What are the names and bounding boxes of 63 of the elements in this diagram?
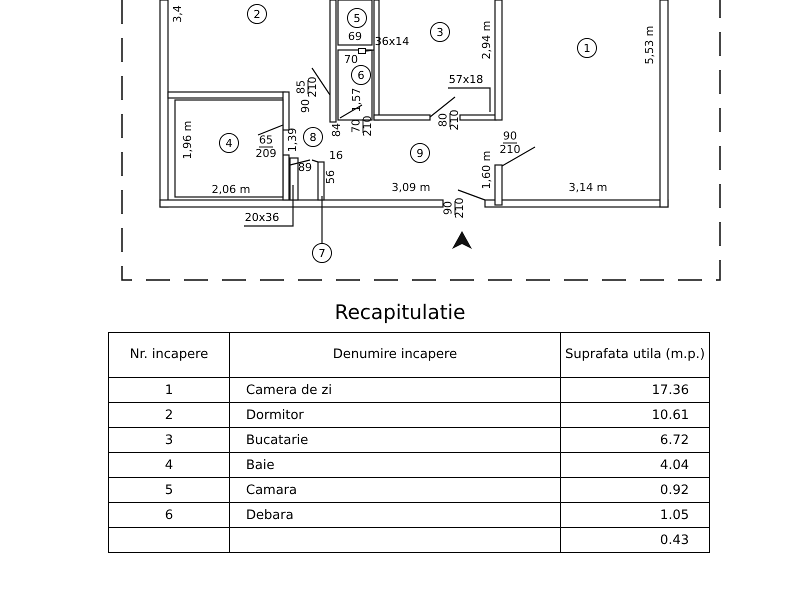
dimension-label: 1,96 m — [182, 120, 194, 160]
leader-line — [321, 196, 323, 243]
header-cell: Nr. incapere — [108, 332, 230, 378]
table-cell: Camera de zi — [230, 378, 560, 402]
table-cell: 17.36 — [560, 378, 710, 402]
dimension-label: 56 — [325, 170, 337, 184]
door-size-label: 65 — [259, 134, 273, 148]
room-number: 3 — [430, 22, 450, 42]
table-cell: 6 — [108, 502, 230, 528]
header-cell: Suprafata utila (m.p.) — [560, 332, 710, 378]
dimension-label: 2,06 m — [212, 184, 250, 196]
dimension-label: 3,14 m — [568, 182, 608, 194]
room-number: 2 — [247, 4, 267, 24]
table-cell: 1.05 — [560, 502, 710, 528]
leader-line — [448, 87, 491, 112]
table-cell: 3 — [108, 428, 230, 452]
room-number: 9 — [410, 143, 430, 163]
door-size-label: 85 — [296, 80, 308, 94]
room-number: 1 — [577, 38, 597, 58]
room-number: 7 — [312, 243, 332, 263]
table-cell: Baie — [230, 452, 560, 478]
dimension-label: 89 — [298, 162, 312, 174]
duct-box — [358, 48, 366, 54]
dimension-label: 16 — [329, 150, 343, 162]
header-cell: Denumire incapere — [230, 332, 560, 378]
table-cell: Dormitor — [230, 402, 560, 428]
table-cell: 10.61 — [560, 402, 710, 428]
table-cell: Bucatarie — [230, 428, 560, 452]
dimension-label: 20x36 — [244, 212, 280, 224]
table-cell: Camara — [230, 478, 560, 502]
leader-line — [244, 185, 294, 227]
dimension-label: 1,57 — [351, 88, 363, 112]
dimension-label: 70 — [344, 54, 358, 66]
table-cell: 6.72 — [560, 428, 710, 452]
dimension-label: 1,39 — [287, 128, 299, 152]
table-cell: 0.92 — [560, 478, 710, 502]
leader-line — [366, 49, 374, 52]
table-cell: 1 — [108, 378, 230, 402]
door-size-label: 90 — [442, 201, 456, 215]
dimension-label: 57x18 — [448, 74, 484, 86]
dimension-label: 3,4 — [172, 5, 184, 23]
door-size-label: 209 — [256, 148, 276, 160]
table-cell: 2 — [108, 402, 230, 428]
door-size-label: 210 — [307, 76, 319, 98]
door-size-label: 210 — [500, 144, 520, 156]
dimension-label: 2,94 m — [481, 20, 493, 60]
door-size-label: 210 — [454, 198, 466, 218]
door-size-label: 210 — [449, 110, 461, 130]
dimension-label: 5,53 m — [644, 26, 656, 64]
dimension-label: 1,60 m — [481, 150, 493, 190]
dimension-label: 84 — [331, 123, 343, 137]
door-size-label: 80 — [438, 113, 450, 127]
table-cell: 4.04 — [560, 452, 710, 478]
dimension-label: 3,09 m — [392, 182, 430, 194]
room-number: 8 — [303, 127, 323, 147]
dimension-label: 69 — [348, 31, 362, 43]
table-cell: 0.43 — [560, 528, 710, 552]
table-cell: 5 — [108, 478, 230, 502]
door-size-label: 90 — [503, 130, 517, 144]
table-cell: Debara — [230, 502, 560, 528]
table-cell: 4 — [108, 452, 230, 478]
table-title: Recapitulatie — [334, 300, 466, 324]
dimension-label: 90 — [300, 99, 312, 113]
